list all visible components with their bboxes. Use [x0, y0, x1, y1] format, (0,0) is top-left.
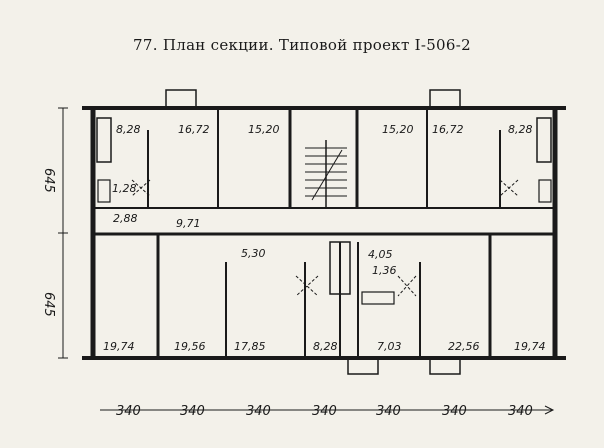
- room-area-top-6: 8,28: [508, 123, 533, 136]
- room-area-bottom-2: 19,56: [174, 340, 206, 353]
- dim-horizontal-7: 340: [508, 404, 533, 419]
- room-area-hall-left: 9,71: [176, 217, 201, 230]
- balcony-bottom-right: [429, 357, 461, 375]
- room-area-bottom-4: 8,28: [313, 340, 338, 353]
- sanitary-block: [329, 241, 351, 295]
- room-area-wc-center: 1,36: [372, 264, 397, 277]
- dim-horizontal-1: 340: [116, 404, 141, 419]
- room-area-bath-left: 2,88: [113, 212, 138, 225]
- dim-vertical-upper: 645: [41, 168, 56, 193]
- dim-horizontal-6: 340: [442, 404, 467, 419]
- room-area-top-3: 15,20: [248, 123, 280, 136]
- room-area-bottom-3: 17,85: [234, 340, 266, 353]
- dim-horizontal-5: 340: [376, 404, 401, 419]
- room-area-hall-center: 5,30: [241, 247, 266, 260]
- balcony-bottom-center: [347, 357, 379, 375]
- room-area-hall-right: 4,05: [368, 248, 393, 261]
- staircase: [305, 140, 347, 208]
- room-area-wc-left: 1,28: [112, 182, 137, 195]
- balcony-top-right: [429, 89, 461, 109]
- balcony-top-left: [165, 89, 197, 109]
- dim-horizontal-2: 340: [180, 404, 205, 419]
- dim-vertical-lower: 645: [41, 292, 56, 317]
- room-area-top-5: 16,72: [432, 123, 464, 136]
- room-area-bottom-7: 19,74: [514, 340, 546, 353]
- room-area-top-2: 16,72: [178, 123, 210, 136]
- room-area-bottom-5: 7,03: [377, 340, 402, 353]
- dim-horizontal-3: 340: [246, 404, 271, 419]
- room-area-bottom-1: 19,74: [103, 340, 135, 353]
- room-area-top-1: 8,28: [116, 123, 141, 136]
- bath-right: [536, 117, 552, 163]
- dim-horizontal-4: 340: [312, 404, 337, 419]
- bath-left: [96, 117, 112, 163]
- room-area-top-4: 15,20: [382, 123, 414, 136]
- plan-title: 77. План секции. Типовой проект I-506-2: [133, 36, 471, 54]
- room-area-bottom-6: 22,56: [448, 340, 480, 353]
